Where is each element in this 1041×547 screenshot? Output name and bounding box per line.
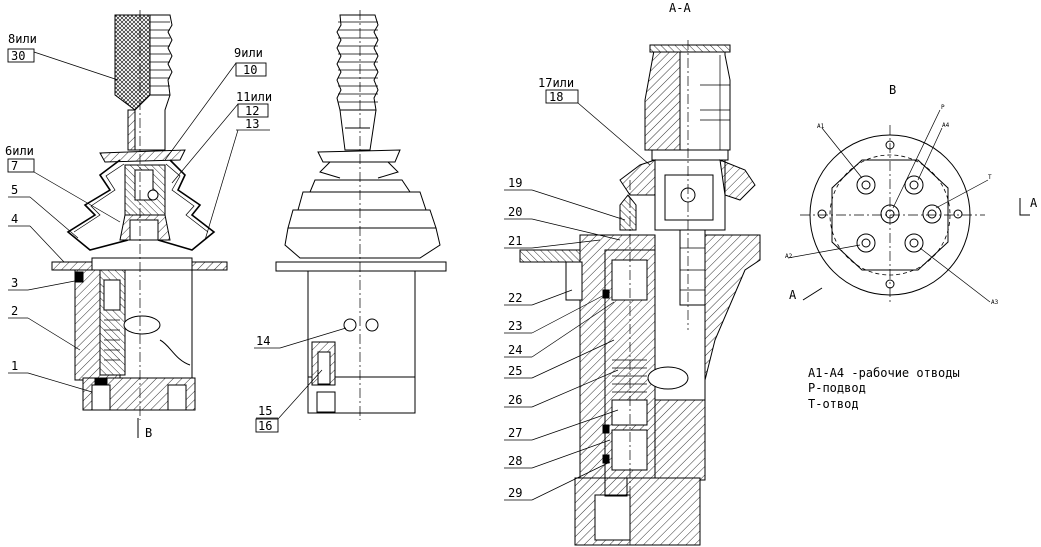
callout-9: 9или	[234, 46, 263, 60]
callout-4: 4	[11, 212, 18, 226]
callout-15: 15	[258, 404, 272, 418]
callout-29: 29	[508, 486, 522, 500]
cut-marker-a-right: A	[1030, 196, 1038, 210]
callout-21: 21	[508, 234, 522, 248]
label-a4: A4	[942, 122, 950, 129]
label-a2: A2	[785, 253, 793, 260]
callout-1: 1	[11, 359, 18, 373]
legend-line-2: Р-подвод	[808, 381, 866, 395]
callout-23: 23	[508, 319, 522, 333]
handle-grip	[114, 14, 151, 111]
callout-6: 6или	[5, 144, 34, 158]
callout-18: 18	[549, 90, 563, 104]
callout-12: 12	[245, 104, 259, 118]
view-detail-b	[787, 109, 1030, 305]
callout-8: 8или	[8, 32, 37, 46]
callout-11: 11или	[236, 90, 272, 104]
callout-28: 28	[508, 454, 522, 468]
callout-13: 13	[245, 117, 259, 131]
callout-5: 5	[11, 183, 18, 197]
section-a-a-label: А-А	[669, 1, 691, 15]
callout-7: 7	[11, 159, 18, 173]
callout-10: 10	[243, 63, 257, 77]
callout-30: 30	[11, 49, 25, 63]
callout-22: 22	[508, 291, 522, 305]
callout-20: 20	[508, 205, 522, 219]
label-a1: A1	[817, 123, 825, 130]
callout-2: 2	[11, 304, 18, 318]
callout-19: 19	[508, 176, 522, 190]
callout-numbers: 8или 30 9или 10 11или 12 13 6или 7 5 4 3…	[5, 32, 574, 500]
view-middle-external	[275, 10, 447, 420]
label-a3: A3	[991, 299, 999, 306]
cut-marker-b: В	[145, 426, 152, 440]
label-p: P	[941, 104, 945, 111]
callout-24: 24	[508, 343, 522, 357]
legend: А1-А4 -рабочие отводы Р-подвод Т-отвод	[808, 366, 960, 411]
callout-25: 25	[508, 364, 522, 378]
callout-26: 26	[508, 393, 522, 407]
view-left-section	[51, 10, 228, 438]
cut-marker-a-bottom: A	[789, 288, 797, 302]
legend-line-3: Т-отвод	[808, 397, 859, 411]
callout-16: 16	[258, 419, 272, 433]
view-section-a-a	[519, 40, 761, 546]
view-b-label: В	[889, 83, 896, 97]
legend-line-1: А1-А4 -рабочие отводы	[808, 366, 960, 380]
leader-lines	[7, 48, 651, 501]
callout-17: 17или	[538, 76, 574, 90]
callout-27: 27	[508, 426, 522, 440]
callout-14: 14	[256, 334, 270, 348]
callout-3: 3	[11, 276, 18, 290]
label-t: T	[988, 174, 992, 181]
